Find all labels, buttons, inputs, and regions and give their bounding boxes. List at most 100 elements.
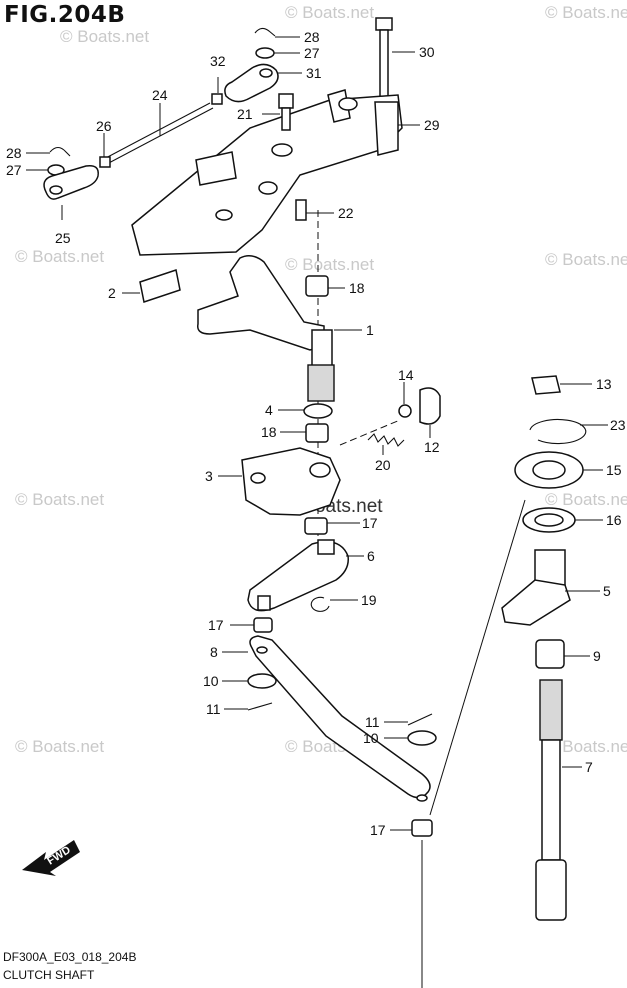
watermark: © Boats.net <box>545 3 627 22</box>
clutch-lever-1-shaft <box>311 329 333 371</box>
callout-5: 5 <box>603 583 611 599</box>
washer-27-top <box>255 47 275 59</box>
callout-23: 23 <box>610 417 626 433</box>
fwd-arrow-icon: FWD <box>22 840 80 876</box>
bushing-17-left <box>253 617 273 633</box>
callout-27-top: 27 <box>304 45 320 61</box>
callout-17-upper: 17 <box>362 515 378 531</box>
callout-30: 30 <box>419 44 435 60</box>
callout-11-left: 11 <box>206 701 221 717</box>
callout-15: 15 <box>606 462 622 478</box>
plug-13 <box>531 375 561 395</box>
watermark: © Boats.net <box>15 737 104 756</box>
callout-17-bottom: 17 <box>370 822 386 838</box>
link-rod-8 <box>249 635 431 799</box>
bolt-30-shank <box>379 29 389 103</box>
spring-20 <box>367 433 405 447</box>
clutch-shaft-7-spline <box>539 679 563 741</box>
callout-16: 16 <box>606 512 622 528</box>
bracket-29-hole-4 <box>338 97 358 111</box>
washer-10-right <box>407 730 437 746</box>
clip-28-top <box>254 27 276 37</box>
bushing-17-upper <box>304 517 328 535</box>
washer-4 <box>303 403 333 419</box>
callout-8: 8 <box>210 644 218 660</box>
washer-10-left <box>247 673 277 689</box>
bushing-18-middle <box>305 423 329 443</box>
link-rod-8-hole <box>256 646 268 654</box>
callout-18-upper: 18 <box>349 280 365 296</box>
model-code: DF300A_E03_018_204B <box>3 950 137 964</box>
pin-11-left <box>247 702 273 711</box>
callout-20: 20 <box>375 457 391 473</box>
callout-32: 32 <box>210 53 226 69</box>
watermark: © Boats.net <box>15 247 104 266</box>
bracket-29 <box>131 94 403 256</box>
bracket-29-ear <box>195 151 237 186</box>
leader-lines <box>26 36 608 831</box>
e-ring-19 <box>310 596 330 612</box>
callout-22: 22 <box>338 205 354 221</box>
arm-6-pin <box>257 595 271 611</box>
callout-28-left: 28 <box>6 145 22 161</box>
rod-end-31-hole <box>259 68 273 78</box>
housing-3-bore <box>309 462 331 478</box>
bracket-29-hole-1 <box>271 143 293 157</box>
callout-labels: 28 27 32 31 30 24 21 29 26 28 27 25 22 2… <box>6 29 626 838</box>
callout-11-right: 11 <box>365 714 380 730</box>
bolt-30-head <box>375 17 393 31</box>
bushing-17-bottom <box>411 819 433 837</box>
callout-10-left: 10 <box>203 673 219 689</box>
seal-16-inner <box>534 513 564 527</box>
link-rod-8-end-hole <box>416 794 428 802</box>
callout-27-left: 27 <box>6 162 22 178</box>
callout-3: 3 <box>205 468 213 484</box>
section-name: CLUTCH SHAFT <box>3 968 95 982</box>
arm-6-spline <box>317 539 335 555</box>
callout-31: 31 <box>306 65 322 81</box>
watermark: © Boats.net <box>545 250 627 269</box>
rod-24-a <box>101 102 211 161</box>
callout-2: 2 <box>108 285 116 301</box>
bracket-29-hole-2 <box>258 181 278 195</box>
clutch-shaft-7-body <box>541 739 561 861</box>
clutch-lever-1 <box>197 255 325 351</box>
callout-24: 24 <box>152 87 168 103</box>
callout-7: 7 <box>585 759 593 775</box>
bearing-15-inner <box>532 460 566 480</box>
callout-4: 4 <box>265 402 273 418</box>
watermark: © Boats.net <box>285 3 374 22</box>
figure-title: FIG.204B <box>4 2 126 28</box>
guide-line-diagonal <box>429 499 526 816</box>
watermark: © Boats.net <box>15 490 104 509</box>
callout-12: 12 <box>424 439 440 455</box>
bushing-18-upper <box>305 275 329 297</box>
sleeve-12 <box>419 387 441 425</box>
callout-13: 13 <box>596 376 612 392</box>
callout-14: 14 <box>398 367 414 383</box>
ball-14 <box>398 404 412 418</box>
callout-28-top: 28 <box>304 29 320 45</box>
rod-24-b <box>104 107 214 166</box>
bushing-9 <box>535 639 565 669</box>
callout-26: 26 <box>96 118 112 134</box>
nut-32 <box>211 93 223 105</box>
bolt-21-shank <box>281 107 291 131</box>
watermark: © Boats.net <box>545 737 627 756</box>
callout-19: 19 <box>361 592 377 608</box>
bracket-29-hole-3 <box>215 209 233 221</box>
holder-5-flange <box>501 579 571 626</box>
clutch-lever-1-spline <box>307 364 335 402</box>
bracket-29-boss <box>374 101 399 156</box>
housing-3-hole <box>250 472 266 484</box>
callout-21: 21 <box>237 106 253 122</box>
rod-end-25-hole <box>49 185 63 195</box>
callout-18-middle: 18 <box>261 424 277 440</box>
clutch-shaft-7-end <box>535 859 567 921</box>
clip-28-left <box>49 146 71 157</box>
bolt-22 <box>295 199 307 221</box>
watermark: © Boats.net <box>285 255 374 274</box>
callout-25: 25 <box>55 230 71 246</box>
